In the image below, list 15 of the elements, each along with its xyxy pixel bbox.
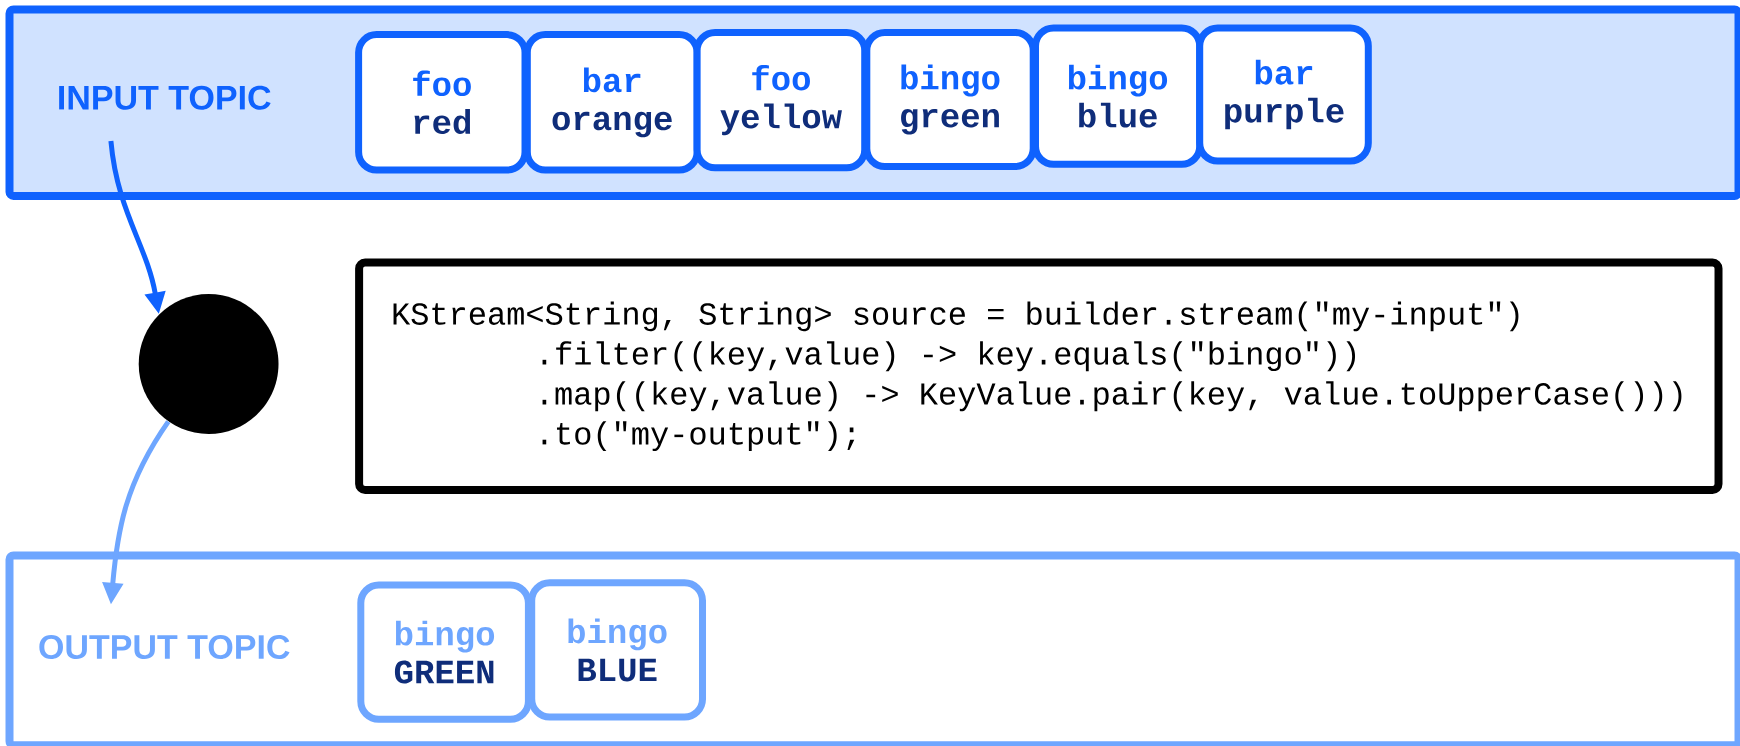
record-card: foo red — [355, 31, 529, 174]
code-line: .filter((key,value) -> key.equals("bingo")) — [542, 341, 1356, 372]
process-circle — [138, 294, 279, 434]
record-card: bar orange — [523, 31, 701, 174]
record-card: bingo GREEN — [357, 581, 532, 723]
topic-label: OUTPUT TOPIC — [39, 634, 290, 660]
code-line: .to("my-output"); — [542, 421, 855, 452]
record-card: foo yellow — [693, 28, 869, 172]
topic-label: INPUT TOPIC — [59, 85, 271, 110]
record-card: bingo BLUE — [528, 579, 706, 721]
code-line: .map((key,value) -> KeyValue.pair(key, value.toUpperCase())) — [542, 381, 1682, 412]
code-line: KStream<String, String> source = builder.stream("my-input") — [393, 301, 1519, 332]
record-card: bingo green — [863, 28, 1037, 171]
record-card: bar purple — [1196, 24, 1372, 165]
record-card: bingo blue — [1032, 24, 1204, 168]
